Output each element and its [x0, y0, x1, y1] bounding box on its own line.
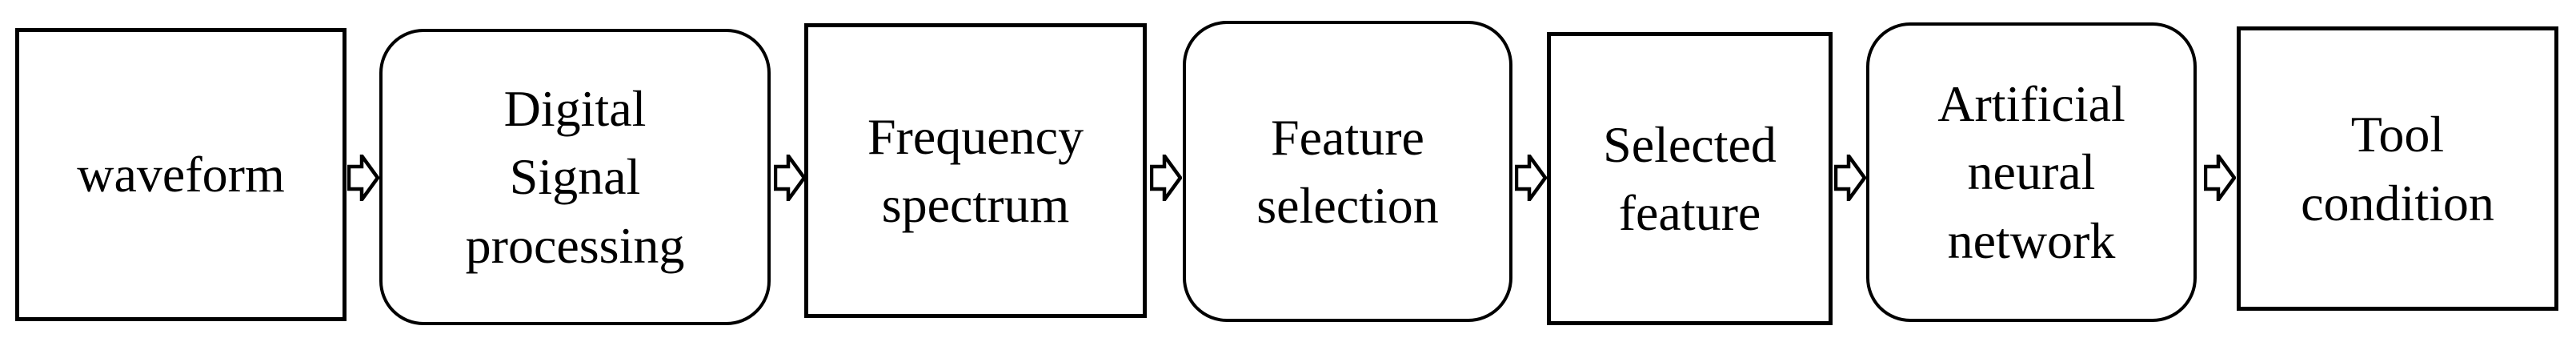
box-label: Feature selection [1256, 108, 1439, 234]
box-label: Artificial neural network [1937, 75, 2125, 269]
box-label: Tool condition [2301, 106, 2494, 231]
arrow-right-icon [2204, 155, 2236, 201]
flow-box-feature-selection: Feature selection [1183, 21, 1512, 322]
flow-box-waveform: waveform [15, 28, 347, 321]
flow-box-tool-condition: Tool condition [2237, 26, 2558, 311]
box-label: waveform [77, 146, 285, 203]
flow-box-frequency-spectrum: Frequency spectrum [804, 23, 1147, 318]
flow-box-selected-feature: Selected feature [1547, 32, 1833, 325]
box-label: Frequency spectrum [867, 107, 1084, 233]
flow-box-artificial-neural-network: Artificial neural network [1866, 22, 2197, 322]
arrow-right-icon [774, 155, 806, 201]
arrow-right-icon [1515, 155, 1547, 201]
arrow-right-icon [347, 155, 379, 201]
arrow-right-icon [1834, 155, 1866, 201]
box-label: Digital Signal processing [465, 80, 685, 274]
arrow-right-icon [1150, 155, 1182, 201]
flow-box-digital-signal-processing: Digital Signal processing [379, 29, 771, 325]
box-label: Selected feature [1603, 115, 1777, 241]
